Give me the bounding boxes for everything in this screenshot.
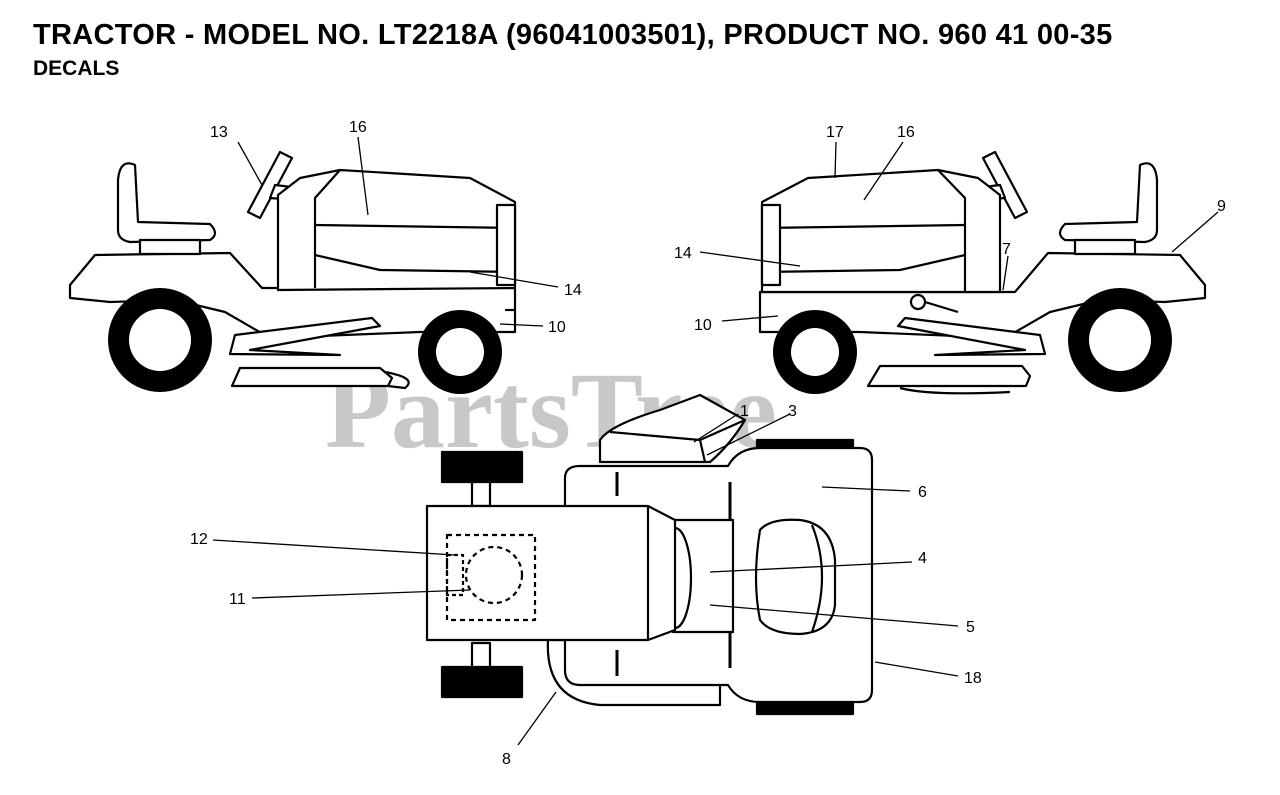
callout-1: 1	[740, 403, 749, 420]
callout-3: 3	[788, 403, 797, 420]
callout-labels: 13 16 14 10 17 16 9 7 14 10 1 3 6 12 11 …	[190, 119, 1226, 768]
callout-10-right: 10	[694, 317, 712, 334]
tractor-left-side-view	[68, 150, 517, 390]
leader-lines	[212, 136, 1219, 746]
callout-6: 6	[918, 484, 927, 501]
callout-17: 17	[826, 124, 844, 141]
callout-14-left: 14	[564, 282, 582, 299]
callout-18: 18	[964, 670, 982, 687]
callout-9: 9	[1217, 198, 1226, 215]
tractor-top-view	[425, 393, 874, 716]
callout-10-left: 10	[548, 319, 566, 336]
page-subtitle: DECALS	[33, 57, 120, 80]
callout-12: 12	[190, 531, 208, 548]
tractor-right-wheels	[773, 288, 1172, 394]
page-title: TRACTOR - MODEL NO. LT2218A (96041003501…	[33, 19, 1113, 51]
callout-16-left: 16	[349, 119, 367, 136]
callout-8: 8	[502, 751, 511, 768]
callout-16-right: 16	[897, 124, 915, 141]
callout-7: 7	[1002, 241, 1011, 258]
tractor-left-wheels	[108, 288, 502, 394]
tractor-right-side-view	[758, 150, 1207, 395]
callout-14-right: 14	[674, 245, 692, 262]
callout-13: 13	[210, 124, 228, 141]
callout-4: 4	[918, 550, 927, 567]
callout-11: 11	[229, 591, 246, 608]
callout-5: 5	[966, 619, 975, 636]
